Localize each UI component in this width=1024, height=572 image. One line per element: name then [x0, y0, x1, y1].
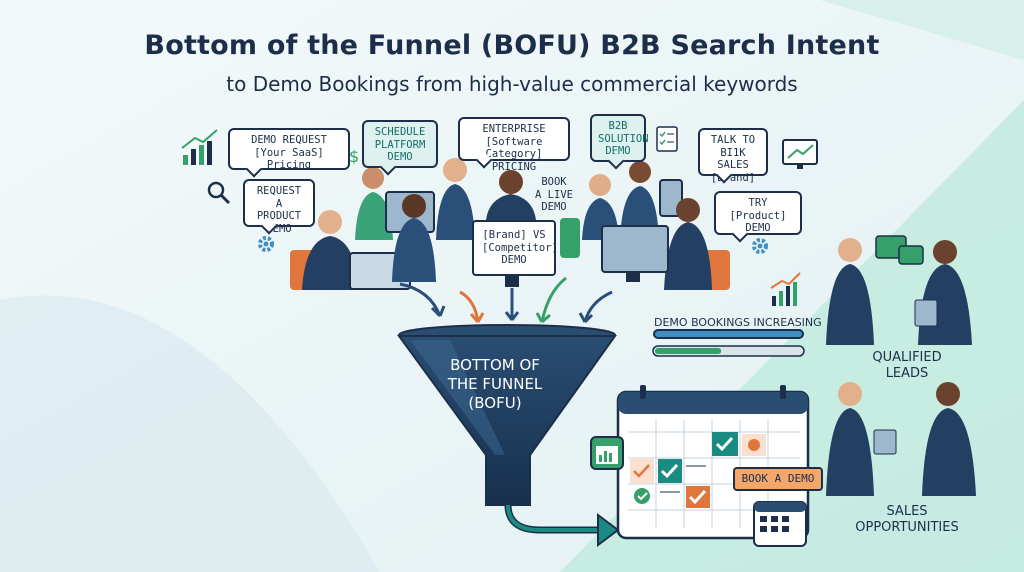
progress-bar-2-fill: [655, 348, 722, 354]
calendar-icon: [753, 501, 807, 547]
left-wave: [0, 295, 380, 572]
bubble-talk-to-sales: TALK TO BI1K SALES [Brand]: [698, 128, 768, 184]
person-front-4: [664, 198, 712, 290]
page-title: Bottom of the Funnel (BOFU) B2B Search I…: [144, 30, 880, 61]
bubble-b2b-solution-demo: B2B SOLUTION DEMO: [590, 114, 649, 162]
funnel-label: BOTTOM OF THE FUNNEL (BOFU): [447, 356, 543, 412]
progress-bar-1-fill: [655, 331, 802, 337]
person-front-2: [392, 194, 436, 282]
bubble-demo-request: DEMO REQUEST [Your SaaS] Pricing: [228, 128, 350, 171]
person-front-1: [302, 210, 358, 290]
team-illustration: [290, 158, 730, 290]
bubble-try-product-demo: TRY [Product] DEMO: [714, 191, 802, 235]
bar-chart-icon: [181, 129, 218, 165]
person-front-3: [486, 170, 536, 220]
monitor-chart-icon: [782, 139, 818, 169]
person-back-2: [436, 158, 475, 240]
bubble-book-live-demo: BOOK A LIVE DEMO: [535, 176, 573, 213]
qualified-leads-illustration: [826, 235, 972, 345]
bubble-enterprise-pricing: ENTERPRISE [Software Category] PRICING: [458, 117, 570, 173]
bubble-schedule-platform-demo: SCHEDULE PLATFORM DEMO: [362, 120, 438, 168]
chair: [560, 218, 580, 258]
monitor: [601, 225, 669, 273]
progress-bars: [652, 329, 805, 357]
gear-icon: [258, 236, 274, 252]
dollar-icon: $: [349, 147, 359, 166]
progress-label: DEMO BOOKINGS INCREASING: [654, 316, 822, 329]
person-back-1: [355, 167, 393, 240]
magnifier-icon: [207, 181, 231, 205]
outcome-qualified-leads: QUALIFIED LEADS: [872, 350, 942, 381]
bar-chart-icon: [770, 272, 801, 306]
book-demo-button[interactable]: BOOK A DEMO: [733, 467, 823, 491]
calendar-icon: [590, 436, 624, 470]
outcome-sales-opportunities: SALES OPPORTUNITIES: [855, 504, 959, 535]
gear-icon: [752, 238, 768, 254]
funnel: [397, 324, 617, 506]
mint-wave-top: [760, 0, 1024, 60]
page-subtitle: to Demo Bookings from high-value commerc…: [226, 72, 798, 96]
bubble-brand-vs-competitor: [Brand] VS [Competitor] DEMO: [482, 229, 558, 266]
arrows-into-funnel: [399, 276, 613, 324]
checklist-icon: [656, 126, 678, 152]
bubble-request-product-demo: REQUEST A PRODUCT DEMO: [243, 179, 315, 235]
sales-opportunities-illustration: [826, 382, 976, 496]
